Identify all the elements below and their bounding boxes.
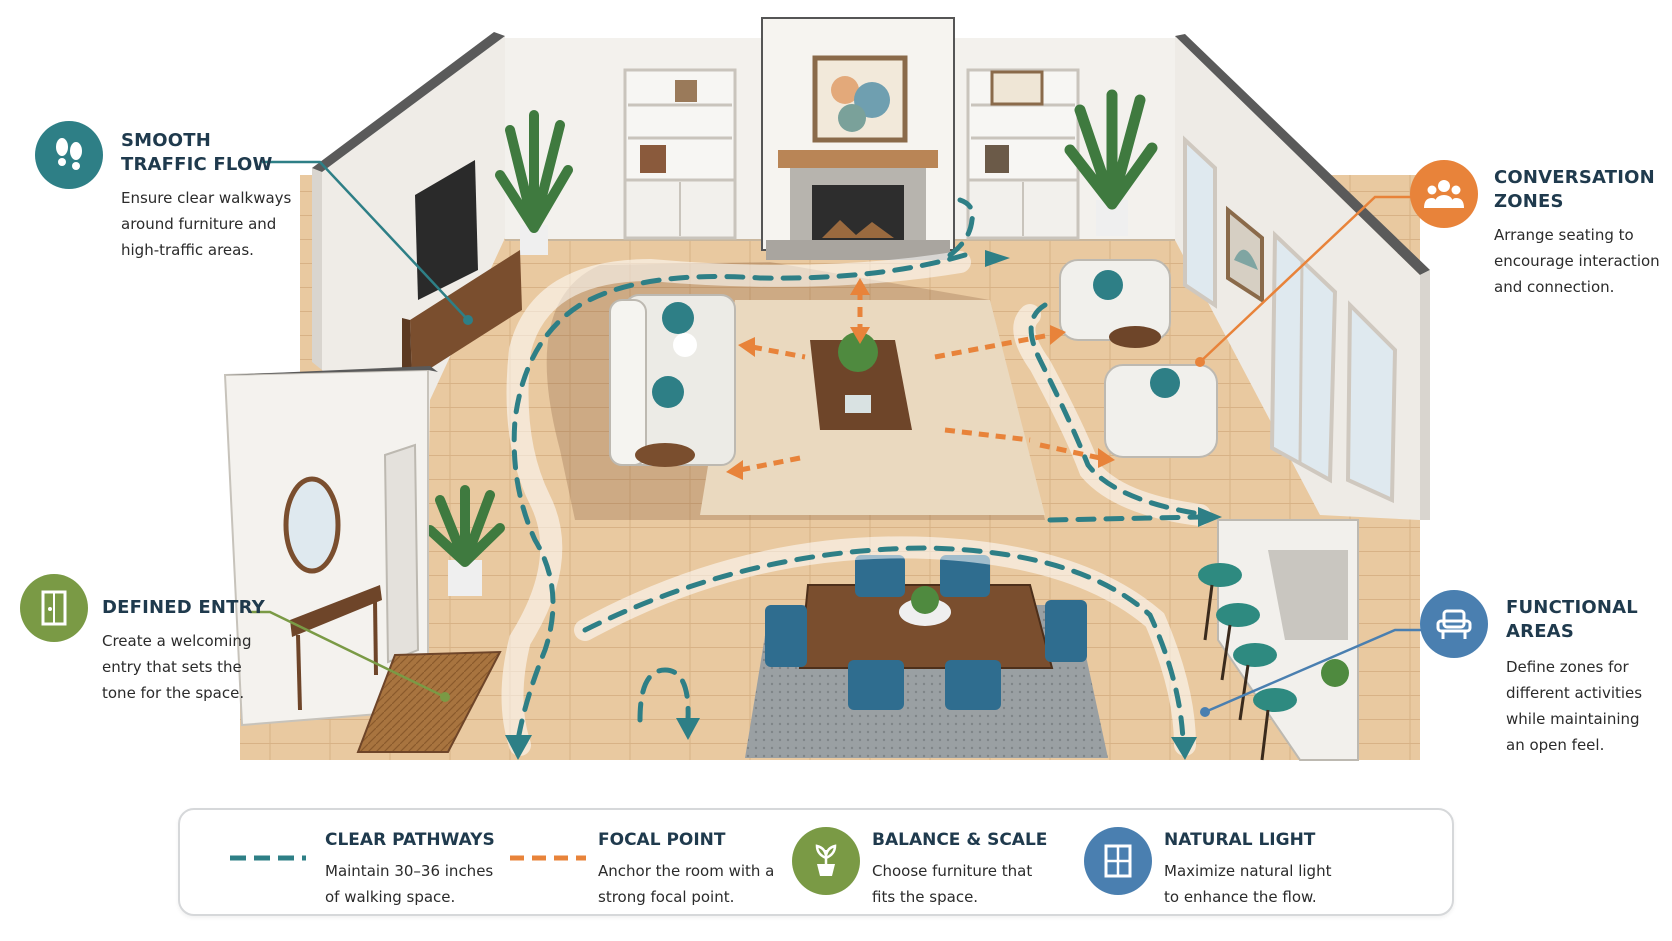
window-icon	[1084, 827, 1152, 895]
kitchen-island	[1198, 519, 1359, 761]
callout-title: FUNCTIONAL	[1506, 597, 1638, 618]
living-area	[546, 262, 1045, 520]
tall-plants	[425, 89, 1158, 596]
legend-title: CLEAR PATHWAYS	[325, 830, 495, 850]
legend-title: NATURAL LIGHT	[1164, 830, 1316, 850]
callout-defined-entry: DEFINED ENTRY Create a welcoming entry t…	[20, 574, 280, 724]
tv-console	[402, 160, 522, 380]
entry-wall	[223, 366, 438, 727]
focal-arrows	[739, 290, 1101, 473]
legend-desc: Choose furniture that fits the space.	[872, 862, 1033, 906]
doormat	[356, 650, 502, 753]
legend-clear-pathways: CLEAR PATHWAYS Maintain 30–36 inches of …	[180, 810, 495, 914]
windows	[1183, 135, 1398, 504]
built-in-shelves	[623, 68, 1080, 240]
legend-desc: Maintain 30–36 inches of walking space.	[325, 862, 494, 906]
callout-title: SMOOTH	[121, 130, 212, 151]
legend-focal-point: FOCAL POINT Anchor the room with a stron…	[480, 810, 774, 914]
callout-desc: Arrange seating to encourage interaction…	[1494, 226, 1660, 296]
callout-title: CONVERSATION	[1494, 167, 1655, 188]
legend-title: FOCAL POINT	[598, 830, 726, 850]
callout-desc: Create a welcoming entry that sets the t…	[102, 632, 252, 702]
people-group-icon	[1410, 160, 1478, 228]
fireplace	[761, 17, 955, 260]
legend-desc: Anchor the room with a strong focal poin…	[598, 862, 775, 906]
callout-title: AREAS	[1506, 621, 1574, 642]
legend-natural-light: NATURAL LIGHT Maximize natural light to …	[1084, 810, 1384, 914]
armchair-icon	[1420, 590, 1488, 658]
legend-balance-scale: BALANCE & SCALE Choose furniture that fi…	[792, 810, 1092, 914]
dashed-line-orange-icon	[510, 855, 586, 861]
callout-desc: Define zones for different activities wh…	[1506, 658, 1643, 754]
callout-traffic-flow: SMOOTH TRAFFIC FLOW Ensure clear walkway…	[35, 121, 295, 281]
callout-title: TRAFFIC FLOW	[121, 154, 273, 175]
leader-lines	[250, 160, 1432, 717]
legend-title: BALANCE & SCALE	[872, 830, 1048, 850]
focal-arrowheads	[726, 278, 1115, 480]
callout-desc: Ensure clear walkways around furniture a…	[121, 189, 292, 259]
dining-area	[745, 555, 1108, 758]
legend-panel: CLEAR PATHWAYS Maintain 30–36 inches of …	[178, 808, 1454, 916]
door-icon	[20, 574, 88, 642]
callout-title: DEFINED ENTRY	[102, 597, 265, 618]
clear-pathways	[501, 197, 1222, 760]
dashed-line-teal-icon	[230, 855, 306, 861]
footprints-icon	[35, 121, 103, 189]
armchairs	[1059, 259, 1218, 458]
potted-plant-icon	[792, 827, 860, 895]
callout-conversation-zones: CONVERSATION ZONES Arrange seating to en…	[1410, 160, 1670, 320]
callout-functional-areas: FUNCTIONAL AREAS Define zones for differ…	[1420, 590, 1670, 780]
callout-title: ZONES	[1494, 191, 1564, 212]
legend-desc: Maximize natural light to enhance the fl…	[1164, 862, 1332, 906]
